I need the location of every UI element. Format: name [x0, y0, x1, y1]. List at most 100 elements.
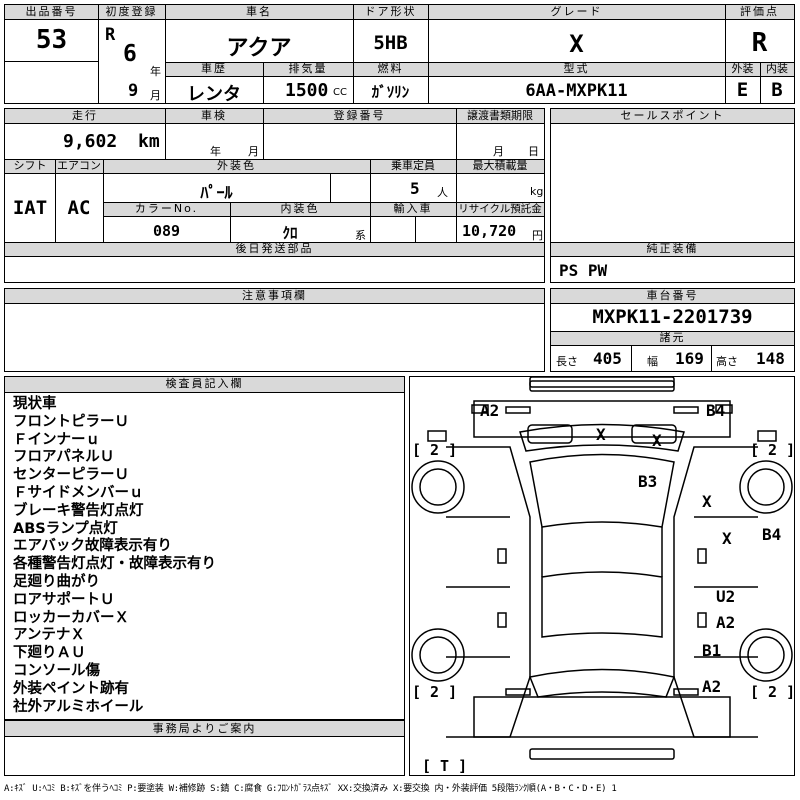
exterior-label: 外装 — [731, 62, 754, 75]
transfer-label: 譲渡書類期限 — [467, 109, 533, 122]
year-unit: 年 — [150, 65, 161, 78]
inspector-note: ABSランプ点灯 — [13, 520, 118, 537]
inspector-note: 足廻り曲がり — [13, 574, 100, 590]
later-parts-label: 後日発送部品 — [235, 242, 314, 255]
recycle-unit: 円 — [532, 229, 543, 242]
max-load-unit: kg — [530, 185, 544, 198]
inspector-note: ロアサポートＵ — [13, 591, 115, 608]
displacement-label: 排気量 — [288, 62, 328, 75]
mileage-unit: km — [138, 131, 160, 152]
reg-year: 6 — [123, 41, 137, 67]
tire-rear-right: [ 2 ] — [750, 683, 796, 701]
ext-color-value: ﾊﾟｰﾙ — [200, 183, 233, 202]
month-unit: 月 — [150, 89, 161, 102]
damage-mark: X — [652, 431, 662, 450]
model-label: 型式 — [563, 62, 590, 75]
tire-front-right: [ 2 ] — [750, 441, 796, 459]
width-value: 169 — [675, 349, 704, 368]
inspector-note: フロアパネルＵ — [13, 449, 115, 466]
int-color-unit: 系 — [355, 229, 366, 242]
displacement-value: 1500 — [285, 80, 329, 101]
car-outline — [411, 377, 793, 760]
damage-mark: B3 — [638, 472, 658, 491]
grade-label: グレード — [550, 5, 603, 18]
mileage-value: 9,602 — [63, 131, 118, 152]
car-name-value: アクア — [226, 36, 292, 61]
equipment-value: PS PW — [559, 261, 608, 280]
damage-mark: B1 — [702, 641, 722, 660]
int-color-value: ｸﾛ — [282, 224, 298, 242]
inspector-note: フロントピラーＵ — [13, 413, 129, 430]
interior-value: B — [771, 79, 783, 101]
inspector-note: ロッカーカバーＸ — [13, 609, 129, 626]
office-label: 事務局よりご案内 — [152, 722, 257, 735]
car-name-label: 車名 — [246, 5, 272, 18]
damage-mark: A2 — [480, 401, 500, 420]
reg-no-label: 登録番号 — [333, 109, 386, 122]
history-value: レンタ — [187, 84, 241, 105]
chassis-value: MXPK11-2201739 — [592, 306, 753, 328]
door-value: 5HB — [373, 32, 408, 54]
transfer-day-unit: 日 — [528, 145, 539, 158]
first-reg-label: 初度登録 — [105, 5, 158, 18]
model-value: 6AA-MXPK11 — [525, 81, 628, 101]
era: R — [105, 25, 116, 45]
height-label: 高さ — [716, 355, 738, 368]
inspector-note: 各種警告灯点灯・故障表示有り — [13, 556, 216, 573]
insp-month-unit: 月 — [248, 145, 259, 158]
chassis-label: 車台番号 — [646, 289, 699, 302]
office-section: 事務局よりご案内 — [4, 720, 405, 776]
fuel-label: 燃料 — [377, 62, 404, 75]
width-label: 幅 — [647, 355, 658, 368]
ac-label: エアコン — [57, 159, 101, 172]
recycle-value: 10,720 — [462, 222, 517, 240]
reg-month: 9 — [128, 81, 139, 101]
inspector-note: Ｆサイドメンバーｕ — [13, 485, 144, 501]
shift-label: シフト — [13, 159, 47, 172]
damage-mark: U2 — [716, 587, 736, 606]
specs-label: 諸元 — [659, 331, 686, 344]
caution-label: 注意事項欄 — [242, 289, 307, 302]
color-no-value: 089 — [152, 222, 181, 240]
capacity-unit: 人 — [437, 186, 448, 199]
score-value: R — [751, 28, 768, 58]
inspector-note: エアバック故障表示有り — [13, 538, 172, 555]
insp-year-unit: 年 — [210, 145, 221, 158]
chassis-section: 車台番号 MXPK11-2201739 諸元 長さ 405 幅 169 高さ 1… — [550, 288, 795, 372]
tire-rear-left: [ 2 ] — [412, 683, 458, 701]
damage-mark: B4 — [762, 525, 782, 544]
interior-label: 内装 — [766, 62, 788, 75]
car-diagram: A2 B4 X X B3 X X B4 U2 A2 B1 A2 [ 2 ] [ … — [409, 376, 795, 776]
tire-front-left: [ 2 ] — [412, 441, 458, 459]
inspector-note: Ｆインナーｕ — [13, 431, 100, 448]
score-label: 評価点 — [740, 5, 779, 18]
exterior-value: E — [736, 79, 749, 101]
damage-mark: X — [722, 529, 732, 548]
grade-value: X — [569, 30, 584, 58]
damage-mark: A2 — [702, 677, 722, 696]
sales-section: セールスポイント 純正装備 PS PW — [550, 108, 795, 283]
max-load-label: 最大積載量 — [472, 159, 528, 172]
door-label: ドア形状 — [364, 5, 417, 18]
inspector-note: アンテナＸ — [13, 627, 85, 644]
length-value: 405 — [593, 349, 622, 368]
lot-label: 出品番号 — [25, 5, 78, 18]
import-label: 輸入車 — [393, 202, 433, 215]
fuel-value: ｶﾞｿﾘﾝ — [371, 83, 410, 101]
header-section: 出品番号 53 初度登録 R 6 年 9 月 車名 アクア ドア形状 5HB グ… — [4, 4, 795, 105]
length-label: 長さ — [556, 355, 578, 368]
sales-point-label: セールスポイント — [620, 109, 725, 122]
inspection-label: 車検 — [201, 109, 227, 122]
inspector-section: 検査員記入欄 現状車 フロントピラーＵ Ｆインナーｕ フロアパネルＵ センターピ… — [4, 376, 405, 736]
int-color-label: 内装色 — [280, 202, 320, 215]
caution-section: 注意事項欄 — [4, 288, 545, 372]
inspector-note: 社外アルミホイール — [13, 698, 144, 715]
inspector-note: 現状車 — [13, 396, 57, 412]
capacity-label: 乗車定員 — [391, 159, 435, 172]
tire-spare: [ T ] — [422, 757, 468, 775]
transfer-month-unit: 月 — [493, 145, 504, 158]
lot-value: 53 — [35, 25, 68, 55]
color-no-label: カラーNo. — [134, 202, 199, 215]
equipment-label: 純正装備 — [646, 242, 699, 255]
inspector-note: コンソール傷 — [13, 663, 100, 679]
